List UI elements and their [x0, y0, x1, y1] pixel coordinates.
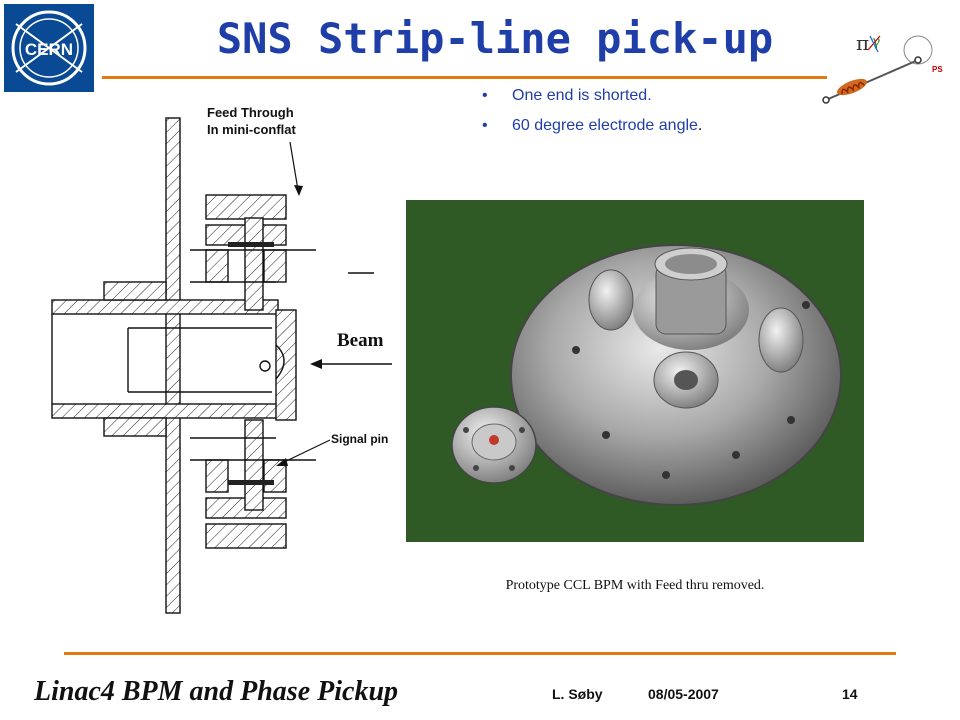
bullet-terminal: .: [697, 117, 703, 134]
cern-logo-text: CERN: [25, 40, 73, 59]
bullet-text: 60 degree electrode angle: [512, 117, 698, 134]
signal-pin-label: Signal pin: [331, 432, 389, 446]
feedthrough-label-line2: In mini-conflat: [207, 122, 296, 137]
footer-date: 08/05-2007: [648, 686, 719, 702]
slide-title: SNS Strip-line pick-up: [216, 14, 774, 63]
cern-logo: CERN: [4, 4, 94, 92]
footer-divider: [64, 652, 896, 655]
cross-section-drawing: [40, 100, 420, 620]
footer-author: L. Søby: [552, 686, 603, 702]
ps-logo-pi: π: [856, 31, 869, 55]
title-divider: [102, 76, 827, 79]
ps-logo-text: PS: [932, 65, 943, 74]
page-number: 14: [842, 686, 858, 702]
photo-caption: Prototype CCL BPM with Feed thru removed…: [505, 578, 765, 593]
bullet-terminal: .: [647, 87, 652, 104]
bpm-prototype-photo: [406, 200, 864, 542]
feedthrough-label-line1: Feed Through: [207, 105, 294, 120]
bullet-list: One end is shorted. 60 degree electrode …: [478, 86, 898, 146]
feedthrough-label: Feed Through In mini-conflat: [207, 104, 296, 138]
footer-title: Linac4 BPM and Phase Pickup: [34, 676, 399, 707]
cern-logo-graphic: CERN: [4, 4, 94, 92]
cross-section-graphic: [51, 117, 392, 614]
beam-label: Beam: [337, 330, 384, 351]
bullet-item: One end is shorted.: [478, 86, 898, 106]
ps-logo-gamma: γ: [872, 34, 880, 50]
bullet-item: 60 degree electrode angle.: [478, 116, 898, 136]
bullet-text: One end is shorted: [512, 87, 648, 104]
bpm-photo-graphic: [406, 200, 864, 542]
